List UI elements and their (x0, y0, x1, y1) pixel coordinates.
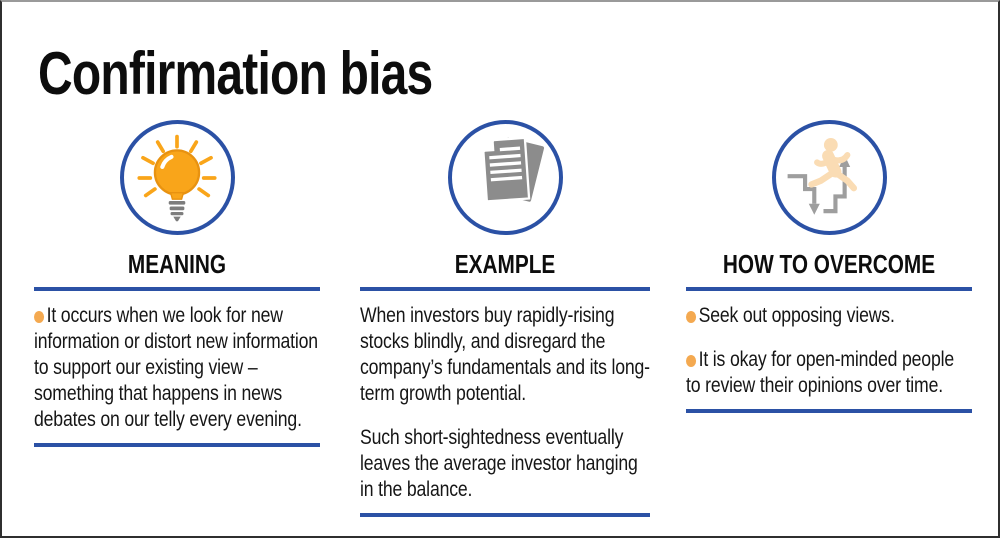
runner-graphic (787, 137, 858, 215)
bullet-text: Seek out opposing views. (698, 304, 895, 327)
column-body: When investors buy rapidly-rising stocks… (360, 303, 650, 503)
bullet-icon (686, 311, 697, 323)
column-heading: HOW TO OVERCOME (722, 249, 936, 279)
bullet-item: It occurs when we look for new informati… (34, 303, 320, 433)
heading-rule (360, 287, 650, 291)
column-example: EXAMPLE When investors buy rapidly-risin… (360, 120, 650, 517)
bottom-rule (360, 513, 650, 517)
heading-rule (686, 287, 972, 291)
lightbulb-icon (119, 120, 235, 235)
column-heading: EXAMPLE (454, 249, 556, 279)
bullet-icon (34, 311, 45, 323)
column-overcome: HOW TO OVERCOME Seek out opposing views.… (686, 120, 972, 413)
documents-icon (447, 120, 563, 235)
bullet-item: It is okay for open-minded people to rev… (686, 347, 972, 399)
bullet-text: It is okay for open-minded people to rev… (686, 348, 954, 397)
bullet-icon (686, 355, 697, 367)
bullet-text: It occurs when we look for new informati… (34, 304, 318, 431)
page-title: Confirmation bias (38, 40, 433, 107)
lightbulb-graphic (137, 134, 217, 221)
bullet-item: Seek out opposing views. (686, 303, 972, 329)
column-meaning: MEANING It occurs when we look for new i… (34, 120, 320, 447)
documents-graphic (482, 136, 545, 203)
paragraph: Such short-sightedness eventually leaves… (360, 426, 638, 501)
column-body: It occurs when we look for new informati… (34, 303, 320, 433)
hurdle-arrows-runner-icon (771, 120, 887, 235)
bottom-rule (34, 443, 320, 447)
bottom-rule (686, 409, 972, 413)
heading-rule (34, 287, 320, 291)
column-body: Seek out opposing views. It is okay for … (686, 303, 972, 399)
column-heading: MEANING (127, 249, 227, 279)
paragraph: When investors buy rapidly-rising stocks… (360, 304, 650, 405)
